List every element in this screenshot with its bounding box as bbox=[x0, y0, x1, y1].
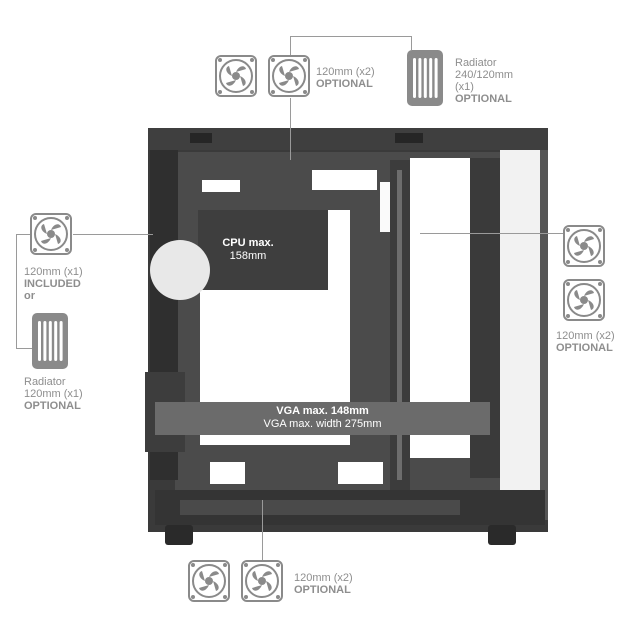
fan-icon bbox=[268, 55, 310, 97]
fan-icon bbox=[30, 213, 72, 255]
top-radiator-line3: (x1) bbox=[455, 81, 474, 93]
fan-icon bbox=[215, 55, 257, 97]
front-fans-note: OPTIONAL bbox=[556, 342, 613, 354]
rear-radiator-line1: Radiator bbox=[24, 376, 66, 388]
vga-clearance-bar: VGA max. 148mm VGA max. width 275mm bbox=[155, 402, 490, 435]
fan-icon bbox=[563, 225, 605, 267]
connector-line bbox=[16, 348, 32, 349]
rear-fan-size: 120mm (x1) bbox=[24, 266, 83, 278]
connector-line bbox=[73, 234, 153, 235]
fan-icon bbox=[188, 560, 230, 602]
cpu-clearance-label: CPU max. 158mm bbox=[210, 237, 286, 265]
top-radiator-label: Radiator 240/120mm (x1) OPTIONAL bbox=[455, 57, 513, 105]
rear-or-label: or bbox=[24, 290, 35, 302]
connector-line bbox=[290, 36, 291, 55]
connector-line bbox=[411, 36, 412, 50]
top-fans-size: 120mm (x2) bbox=[316, 66, 375, 78]
bottom-fans-note: OPTIONAL bbox=[294, 584, 351, 596]
top-radiator-note: OPTIONAL bbox=[455, 93, 512, 105]
fan-icon bbox=[563, 279, 605, 321]
front-fans-label: 120mm (x2) OPTIONAL bbox=[556, 330, 615, 354]
case-foot-left bbox=[165, 525, 193, 545]
top-radiator-line2: 240/120mm bbox=[455, 69, 514, 81]
connector-line bbox=[262, 500, 263, 560]
case-foot-right bbox=[488, 525, 516, 545]
top-fans-label: 120mm (x2) OPTIONAL bbox=[316, 66, 375, 90]
rear-radiator-note: OPTIONAL bbox=[24, 400, 81, 412]
rear-radiator-label: Radiator 120mm (x1) OPTIONAL bbox=[24, 376, 83, 412]
vga-clearance-line1: VGA max. 148mm bbox=[276, 405, 369, 417]
connector-line bbox=[290, 98, 291, 160]
cpu-clearance-line1: CPU max. bbox=[222, 237, 274, 249]
connector-line bbox=[16, 234, 17, 349]
top-radiator-line1: Radiator bbox=[455, 57, 497, 69]
radiator-icon bbox=[407, 50, 443, 106]
bottom-fans-label: 120mm (x2) OPTIONAL bbox=[294, 572, 353, 596]
front-fans-size: 120mm (x2) bbox=[556, 330, 615, 342]
rear-radiator-line2: 120mm (x1) bbox=[24, 388, 83, 400]
case-top-panel bbox=[148, 128, 548, 150]
rear-fan-note: INCLUDED bbox=[24, 278, 81, 290]
cpu-clearance-line2: 158mm bbox=[229, 250, 267, 262]
rear-fan-label: 120mm (x1) INCLUDED or bbox=[24, 266, 83, 302]
radiator-icon bbox=[32, 313, 68, 369]
cpu-bracket bbox=[198, 210, 328, 290]
bottom-fans-size: 120mm (x2) bbox=[294, 572, 353, 584]
top-fans-note: OPTIONAL bbox=[316, 78, 373, 90]
connector-line bbox=[290, 36, 412, 37]
fan-icon bbox=[241, 560, 283, 602]
connector-line bbox=[420, 233, 563, 234]
vga-clearance-line2: VGA max. width 275mm bbox=[263, 418, 382, 430]
connector-line bbox=[16, 234, 30, 235]
